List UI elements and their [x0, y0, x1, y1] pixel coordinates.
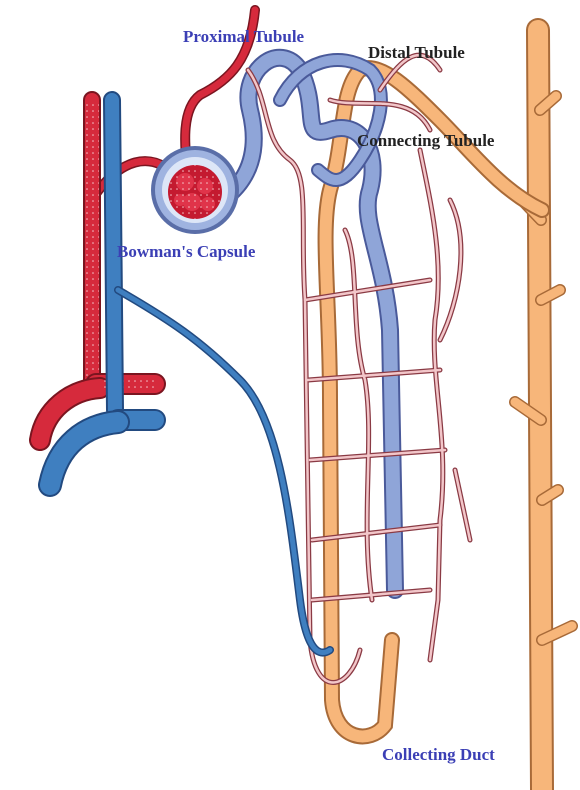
collecting-duct [515, 30, 572, 790]
bowmans-capsule-label: Bowman's Capsule [117, 243, 255, 260]
collecting-duct-label: Collecting Duct [382, 746, 495, 763]
distal-tubule-label: Distal Tubule [368, 44, 465, 61]
proximal-tubule-label: Proximal Tubule [183, 28, 304, 45]
glomerulus [168, 165, 222, 219]
renal-artery [40, 100, 155, 440]
connecting-tubule-label: Connecting Tubule [357, 132, 494, 149]
